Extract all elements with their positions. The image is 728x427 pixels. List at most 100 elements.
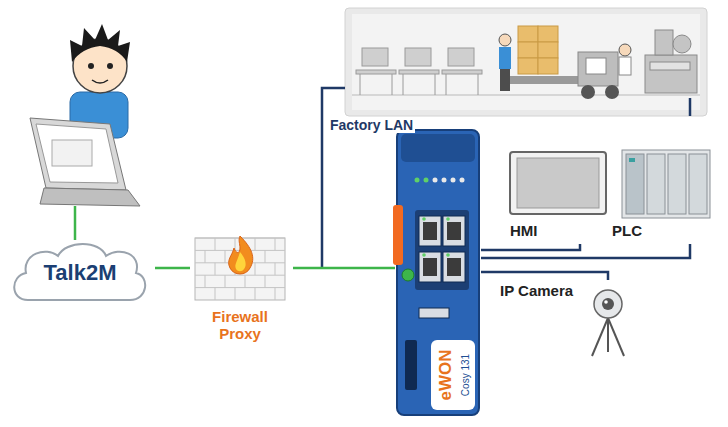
brick-line (205, 275, 206, 287)
cloud-link (75, 206, 76, 240)
user-illustration (70, 24, 130, 62)
network-cable (481, 244, 580, 250)
status-led (451, 178, 456, 183)
workstation-icon (448, 48, 474, 66)
workstation-icon (442, 70, 482, 74)
network-cable (481, 272, 608, 280)
plc-badge (629, 158, 635, 162)
worker-icon (499, 34, 511, 46)
machine-icon (645, 30, 697, 93)
camera-lens (604, 300, 608, 304)
workstation-icon (360, 74, 361, 95)
device-label: IP Camera (500, 282, 573, 299)
router-device: eWONCosy 131 (395, 130, 481, 415)
ethernet-port (419, 252, 441, 282)
forklift-icon (578, 52, 618, 86)
ethernet-port (447, 258, 461, 276)
brick-line (275, 238, 276, 250)
brick-line (255, 238, 256, 250)
brand-plate (431, 340, 475, 410)
boxes-icon (518, 26, 558, 74)
port-led (422, 253, 426, 257)
brick-line (195, 275, 285, 276)
user-illustration (30, 24, 140, 206)
device-label: PLC (612, 222, 642, 239)
network-cable (293, 267, 395, 270)
forklift-icon (581, 85, 595, 99)
workstation-icon (435, 74, 436, 95)
plc-module (626, 154, 644, 214)
machine-icon (645, 55, 697, 93)
boxes-icon (518, 26, 538, 42)
brick-line (255, 288, 256, 300)
cloud-node: Talk2M (8, 238, 155, 304)
lan-wire (322, 88, 690, 268)
workstation-icon (478, 74, 479, 95)
user-illustration (92, 80, 108, 83)
workstation-icon (362, 48, 388, 66)
user-illustration (52, 140, 92, 166)
cloud-label: Talk2M (8, 260, 152, 286)
factory-illustration (345, 8, 707, 116)
forklift-icon (605, 85, 619, 99)
network-cable (155, 267, 190, 270)
status-led (415, 178, 420, 183)
plc-module (668, 154, 686, 214)
tripod-leg (608, 318, 624, 356)
network-cable (481, 244, 690, 258)
status-led (433, 178, 438, 183)
port-led (446, 217, 450, 221)
workstation-icon (356, 48, 482, 95)
brick-line (235, 288, 236, 300)
status-led (424, 178, 429, 183)
cloud-link (74, 206, 77, 240)
forklift-icon (619, 57, 631, 75)
status-led (460, 178, 465, 183)
device-label: HMI (510, 222, 538, 239)
ethernet-port (443, 252, 465, 282)
boxes-icon (538, 26, 558, 42)
sd-slot (405, 340, 417, 390)
brand-label: eWON (436, 350, 456, 401)
brick-line (265, 275, 266, 287)
plc-rack (622, 150, 710, 218)
plc-module (647, 154, 665, 214)
boxes-icon (518, 42, 538, 58)
user-illustration (40, 188, 140, 206)
camera-body (594, 290, 622, 318)
factory-illustration (352, 94, 700, 96)
forklift-icon (619, 44, 631, 56)
port-led (446, 253, 450, 257)
camera-device: IP Camera (500, 280, 635, 360)
firewall-label: Firewall Proxy (190, 308, 290, 342)
brick-line (225, 250, 226, 262)
brick-line (265, 250, 266, 262)
boxes-icon (538, 42, 558, 58)
user-illustration (88, 63, 94, 69)
flame-icon (235, 252, 245, 271)
boxes-icon (538, 58, 558, 74)
user-illustration (30, 118, 126, 190)
worker-icon (499, 47, 511, 69)
monitor-screen (517, 158, 599, 208)
hmi-device: HMI (508, 150, 608, 244)
brick-line (255, 263, 256, 275)
network-label: Factory LAN (328, 117, 415, 133)
ethernet-port (443, 216, 465, 246)
status-led (442, 178, 447, 183)
workstation-icon (356, 70, 396, 74)
user-illustration (36, 124, 118, 183)
ethernet-port (419, 216, 441, 246)
worker-icon (499, 34, 511, 91)
forklift-icon (586, 58, 606, 74)
brick-line (215, 238, 216, 250)
workstation-icon (392, 74, 393, 95)
machine-icon (650, 62, 690, 70)
user-illustration (107, 63, 113, 69)
device-top (401, 134, 475, 162)
factory-illustration (345, 8, 707, 116)
machine-icon (655, 30, 673, 55)
monitor-frame (510, 152, 606, 214)
